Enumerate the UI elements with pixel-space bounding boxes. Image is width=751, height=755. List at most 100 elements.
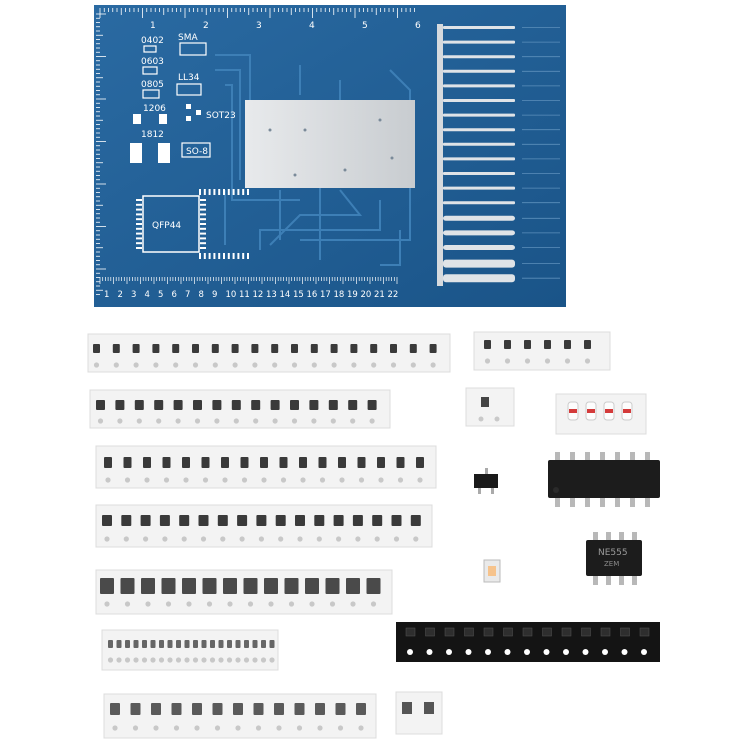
smd-component bbox=[141, 578, 155, 594]
label-sma: SMA bbox=[178, 33, 198, 43]
sprocket-hole bbox=[112, 725, 118, 731]
black-tape-component bbox=[542, 627, 552, 637]
sprocket-hole bbox=[212, 362, 218, 368]
smd-component bbox=[201, 457, 210, 468]
sprocket-hole bbox=[194, 418, 201, 424]
sprocket-hole bbox=[93, 362, 100, 368]
black-tape-component bbox=[522, 627, 533, 637]
smd-component bbox=[310, 344, 318, 353]
sprocket-hole bbox=[141, 657, 148, 663]
sprocket-hole bbox=[206, 601, 213, 607]
smd-component bbox=[159, 515, 170, 526]
smd-component bbox=[182, 457, 190, 468]
sprocket-hole bbox=[584, 358, 591, 364]
sprocket-hole bbox=[255, 725, 262, 731]
bottom-ruler-tick-label: 15 bbox=[293, 290, 304, 300]
sprocket-hole bbox=[621, 649, 628, 655]
smd-component bbox=[223, 578, 237, 594]
smd-component bbox=[333, 515, 344, 526]
sot23-transistor bbox=[474, 468, 498, 494]
smd-component bbox=[584, 340, 591, 349]
smd-component bbox=[366, 578, 381, 594]
smd-component bbox=[367, 400, 377, 410]
smd-component bbox=[108, 640, 113, 648]
smd-component bbox=[176, 640, 181, 648]
label-sot23: SOT23 bbox=[206, 111, 236, 121]
smd-component bbox=[290, 400, 299, 410]
smd-component bbox=[564, 340, 571, 349]
sprocket-hole bbox=[269, 657, 275, 663]
sprocket-hole bbox=[350, 418, 356, 424]
sprocket-hole bbox=[504, 649, 511, 655]
top-ruler-tick-label: 5 bbox=[362, 21, 368, 31]
smd-component bbox=[251, 400, 261, 410]
bottom-ruler-tick-label: 16 bbox=[307, 290, 318, 300]
smd-component bbox=[142, 640, 147, 648]
label-ll34: LL34 bbox=[178, 73, 200, 83]
smd-component bbox=[416, 457, 424, 468]
sprocket-hole bbox=[124, 477, 131, 483]
sprocket-hole bbox=[104, 536, 110, 542]
smd-component bbox=[217, 515, 228, 526]
black-tape-component bbox=[581, 627, 591, 637]
ne555-sub-marking: ZEM bbox=[604, 560, 619, 568]
smd-component bbox=[121, 515, 132, 526]
smd-component bbox=[125, 640, 130, 648]
qfp44-footprint: QFP44 bbox=[136, 189, 249, 259]
smd-component bbox=[233, 703, 243, 715]
smd-component bbox=[110, 703, 120, 715]
sprocket-hole bbox=[319, 477, 326, 483]
smd-component bbox=[314, 515, 325, 526]
smd-component bbox=[231, 400, 241, 410]
bottom-ruler-tick-label: 18 bbox=[334, 290, 345, 300]
smd-component bbox=[116, 640, 122, 648]
smd-component bbox=[318, 457, 327, 468]
sprocket-hole bbox=[116, 657, 122, 663]
smd-led bbox=[483, 559, 501, 583]
sprocket-hole bbox=[235, 725, 241, 731]
bottom-ruler-tick-label: 21 bbox=[374, 290, 385, 300]
bottom-ruler-tick-label: 22 bbox=[388, 290, 399, 300]
sprocket-hole bbox=[358, 477, 365, 483]
smd-component bbox=[152, 344, 160, 353]
smd-component bbox=[335, 703, 346, 715]
bottom-ruler-tick-label: 10 bbox=[226, 290, 237, 300]
bottom-ruler-tick-label: 11 bbox=[239, 290, 250, 300]
sprocket-hole bbox=[291, 362, 298, 368]
sprocket-hole bbox=[582, 649, 589, 655]
sprocket-hole bbox=[339, 477, 345, 483]
smd-component bbox=[270, 400, 280, 410]
sprocket-hole bbox=[316, 536, 322, 542]
smd-component bbox=[212, 400, 222, 410]
left-ruler bbox=[96, 13, 106, 295]
smd-component bbox=[132, 344, 140, 353]
smd-component bbox=[328, 400, 338, 410]
bottom-ruler-tick-label: 2 bbox=[118, 290, 123, 300]
sprocket-hole bbox=[97, 418, 104, 424]
comb-pads bbox=[437, 24, 560, 286]
sprocket-hole bbox=[563, 649, 569, 655]
smd-component bbox=[104, 457, 112, 468]
smd-component bbox=[264, 578, 278, 594]
smd-component bbox=[133, 640, 139, 648]
sprocket-hole bbox=[133, 657, 139, 663]
sprocket-hole bbox=[243, 657, 250, 663]
smd-component bbox=[154, 400, 164, 410]
smd-component bbox=[275, 515, 286, 526]
sprocket-hole bbox=[123, 536, 129, 542]
smd-component bbox=[237, 515, 248, 526]
sprocket-hole bbox=[252, 362, 258, 368]
smd-component bbox=[269, 640, 275, 648]
black-tape-component bbox=[503, 627, 513, 637]
smd-component bbox=[261, 640, 266, 648]
sprocket-hole bbox=[104, 601, 110, 607]
bottom-ruler-tick-label: 8 bbox=[199, 290, 204, 300]
sprocket-hole bbox=[132, 725, 139, 731]
bottom-ruler-tick-label: 12 bbox=[253, 290, 264, 300]
smd-component bbox=[244, 640, 249, 648]
sprocket-hole bbox=[260, 657, 267, 663]
black-tape-component bbox=[464, 627, 474, 637]
top-ruler-tick-label: 2 bbox=[203, 21, 209, 31]
